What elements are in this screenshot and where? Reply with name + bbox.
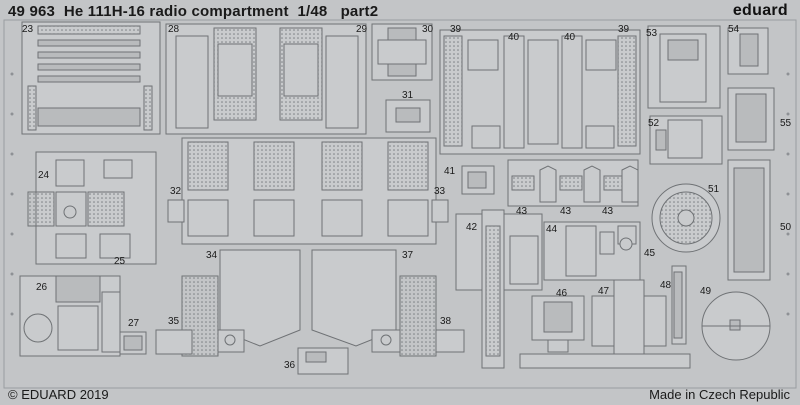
- part-36: [297, 347, 349, 375]
- part-32: [167, 137, 449, 245]
- part-38: [371, 275, 465, 357]
- part-number-30: 30: [422, 24, 434, 35]
- part-number-39b: 39: [618, 24, 630, 35]
- part-number-47: 47: [598, 286, 610, 297]
- fret-frame: [3, 19, 797, 389]
- part-number-43b: 43: [560, 206, 572, 217]
- part-number-26: 26: [36, 282, 48, 293]
- part-number-40b: 40: [564, 32, 576, 43]
- scale-label: 1/48: [297, 3, 328, 20]
- part-50: [727, 159, 771, 281]
- part-47: [591, 279, 667, 363]
- part-number-42: 42: [466, 222, 478, 233]
- part-number-38: 38: [440, 316, 452, 327]
- part-53: [647, 25, 721, 109]
- part-34: [219, 249, 397, 347]
- part-number-23: 23: [22, 24, 34, 35]
- part-39: [439, 29, 641, 155]
- part-number-41: 41: [444, 166, 456, 177]
- part-number-51: 51: [708, 184, 720, 195]
- part-number-45: 45: [644, 248, 656, 259]
- part-31: [385, 99, 431, 133]
- part-30: [371, 23, 433, 81]
- part-number-37: 37: [402, 250, 414, 261]
- part-number-44: 44: [546, 224, 558, 235]
- part-41: [461, 165, 495, 195]
- part-number-27: 27: [128, 318, 140, 329]
- part-number-52: 52: [648, 118, 660, 129]
- part-number-31: 31: [402, 90, 414, 101]
- part-54: [727, 27, 769, 75]
- part-number-29: 29: [356, 24, 368, 35]
- part-number-34: 34: [206, 250, 218, 261]
- bottom-runner: [519, 353, 691, 369]
- part-label: part2: [340, 3, 379, 20]
- part-number-49: 49: [700, 286, 712, 297]
- part-number-28: 28: [168, 24, 180, 35]
- edge-marks: [10, 72, 790, 316]
- part-26: [19, 275, 121, 357]
- part-number-43c: 43: [602, 206, 614, 217]
- part-28: [165, 23, 367, 135]
- part-number-48: 48: [660, 280, 672, 291]
- part-52: [649, 115, 723, 165]
- part-43: [507, 159, 639, 207]
- part-number-24: 24: [38, 170, 50, 181]
- part-number-54: 54: [728, 24, 740, 35]
- part-24: [27, 151, 157, 265]
- part-55: [727, 87, 775, 151]
- origin-text: Made in Czech Republic: [649, 387, 790, 402]
- product-title: He 111H-16 radio compartment: [63, 3, 289, 20]
- part-number-55: 55: [780, 118, 792, 129]
- part-number-53: 53: [646, 28, 658, 39]
- part-number-36: 36: [284, 360, 296, 371]
- part-number-32: 32: [170, 186, 182, 197]
- part-number-25: 25: [114, 256, 126, 267]
- part-49: [701, 291, 771, 361]
- part-number-33: 33: [434, 186, 446, 197]
- copyright-text: © EDUARD 2019: [8, 387, 109, 402]
- part-42: [455, 209, 543, 369]
- part-48: [671, 265, 687, 345]
- fret-title: 49 963 He 111H-16 radio compartment 1/48…: [8, 3, 378, 20]
- part-number-46: 46: [556, 288, 568, 299]
- part-27: [119, 331, 147, 355]
- part-23: [21, 21, 161, 135]
- part-number-40a: 40: [508, 32, 520, 43]
- part-number-50: 50: [780, 222, 792, 233]
- part-number-43a: 43: [516, 206, 528, 217]
- part-44: [543, 221, 641, 281]
- part-35: [155, 275, 245, 357]
- part-51: [651, 183, 721, 253]
- set-number: 49 963: [8, 3, 56, 20]
- part-number-39a: 39: [450, 24, 462, 35]
- part-46: [531, 295, 585, 353]
- part-number-35: 35: [168, 316, 180, 327]
- eduard-logo: eduard: [732, 2, 788, 19]
